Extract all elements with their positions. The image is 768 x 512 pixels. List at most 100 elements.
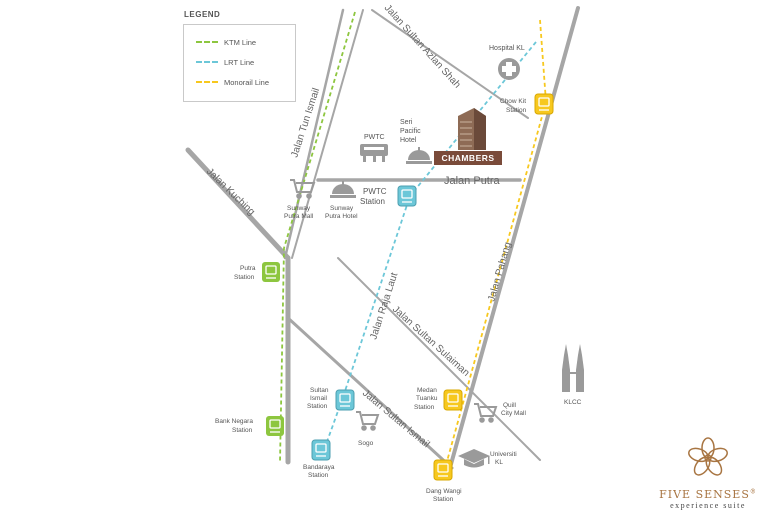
legend-item-ktm: KTM Line (196, 37, 256, 47)
label-sultan-ismail-3: Station (307, 403, 328, 410)
pwtc: PWTC (360, 134, 388, 162)
station-chow-kit[interactable]: Chow Kit Station (500, 93, 554, 115)
train-icon (262, 262, 280, 282)
label-seri: Seri (400, 119, 413, 126)
road-jalan-tun-ismail (283, 8, 345, 260)
train-icon (433, 459, 453, 481)
label-sogo: Sogo (358, 440, 374, 447)
label-pwtc: PWTC (364, 134, 385, 141)
label-klcc: KLCC (564, 399, 582, 406)
brand-name-text: FIVE SENSES (659, 488, 750, 501)
hotel-bell-icon (406, 147, 432, 164)
road-network (185, 6, 580, 477)
label-dang-wangi-2: Station (433, 496, 454, 503)
station-medan-tuanku[interactable]: Medan Tuanku Station (414, 387, 463, 411)
label-chow-kit-1: Chow Kit (500, 98, 526, 105)
label-chambers: CHAMBERS (441, 153, 494, 163)
station-pwtc[interactable]: PWTC Station (360, 185, 417, 207)
train-icon (397, 185, 417, 207)
label-medan-3: Station (414, 404, 435, 411)
graduation-cap-icon (458, 449, 490, 468)
label-jalan-kuching: Jalan Kuching (204, 166, 257, 218)
lrt-line-swatch (196, 61, 218, 63)
klcc: KLCC (562, 344, 584, 406)
label-sultan-ismail-2: Ismail (310, 395, 328, 402)
label-putra-1: Putra (240, 265, 256, 272)
universiti-kl: Universiti KL (458, 449, 517, 468)
road-minor (291, 9, 364, 259)
label-jalan-sultan-sulaiman: Jalan Sultan Sulaiman (390, 304, 471, 379)
label-universiti-2: KL (495, 459, 503, 466)
road-jalan-pahang (446, 6, 580, 477)
label-medan-1: Medan (417, 387, 437, 394)
cart-icon (356, 411, 380, 431)
brand-block: FIVE SENSES® experience suite (648, 436, 768, 510)
label-universiti-1: Universiti (490, 451, 517, 458)
station-bank-negara[interactable]: Bank Negara Station (215, 416, 284, 436)
brand-tagline: experience suite (670, 501, 746, 510)
brand-name: FIVE SENSES® (648, 488, 768, 501)
label-bank-negara-2: Station (232, 427, 253, 434)
stadium-icon (360, 144, 388, 162)
cart-icon (290, 179, 316, 199)
quill-city-mall: Quill City Mall (474, 402, 526, 423)
road-jalan-kuching (185, 147, 291, 261)
label-sunway-mall-2: Putra Mall (284, 213, 314, 220)
label-quill-1: Quill (503, 402, 517, 409)
sunway-putra-hotel: Sunway Putra Hotel (325, 181, 358, 220)
legend-label-ktm: KTM Line (224, 37, 257, 47)
station-sultan-ismail[interactable]: Sultan Ismail Station (307, 387, 355, 411)
chambers-badge (434, 151, 502, 165)
train-icon (266, 416, 284, 436)
label-sultan-ismail-1: Sultan (310, 387, 329, 394)
road-jalan-sultan-sulaiman (337, 257, 541, 461)
hospital-kl: Hospital KL (489, 45, 525, 80)
label-quill-2: City Mall (501, 410, 526, 417)
station-bandaraya[interactable]: Bandaraya Station (303, 439, 335, 479)
seri-pacific-hotel: Seri Pacific Hotel (400, 119, 432, 164)
label-bandaraya-1: Bandaraya (303, 464, 335, 471)
label-sunway-hotel-2: Putra Hotel (325, 213, 358, 220)
five-senses-logo (688, 437, 728, 476)
ktm-line-swatch (196, 41, 218, 43)
station-dang-wangi[interactable]: Dang Wangi Station (426, 459, 462, 503)
sunway-putra-mall: Sunway Putra Mall (284, 179, 316, 220)
label-pacific: Pacific (400, 128, 421, 135)
station-putra[interactable]: Putra Station (234, 262, 280, 282)
monorail-line-swatch (196, 81, 218, 83)
train-icon (443, 389, 463, 411)
train-icon (534, 93, 554, 115)
label-jalan-sultan-azlan-shah: Jalan Sultan Azlan Shah (382, 3, 463, 91)
label-bank-negara-1: Bank Negara (215, 418, 253, 425)
label-putra-2: Station (234, 274, 255, 281)
label-bandaraya-2: Station (308, 472, 329, 479)
label-medan-2: Tuanku (416, 395, 438, 402)
label-pwtc-station-2: Station (360, 197, 385, 206)
label-dang-wangi-1: Dang Wangi (426, 488, 462, 495)
label-chow-kit-2: Station (506, 107, 527, 114)
label-sunway-mall-1: Sunway (287, 205, 311, 212)
ktm-line (279, 11, 356, 463)
hotel-bell-icon (330, 181, 356, 198)
chambers-building[interactable]: CHAMBERS (434, 108, 502, 165)
legend-label-lrt: LRT Line (224, 57, 255, 67)
label-sunway-hotel-1: Sunway (330, 205, 354, 212)
legend-title: LEGEND (184, 10, 221, 19)
train-icon (311, 439, 331, 461)
legend-item-monorail: Monorail Line (196, 77, 269, 87)
brand-reg: ® (749, 488, 757, 496)
train-icon (335, 389, 355, 411)
sogo: Sogo (356, 411, 380, 447)
label-hotel: Hotel (400, 137, 417, 144)
road-jalan-sultan-ismail (286, 316, 454, 470)
label-hospital-kl: Hospital KL (489, 45, 525, 52)
legend: KTM Line LRT Line Monorail Line (183, 24, 296, 102)
road-jalan-sultan-azlan-shah (371, 9, 529, 119)
cart-icon (474, 403, 498, 423)
flower-icon (688, 437, 728, 476)
building-icon (458, 108, 486, 150)
legend-item-lrt: LRT Line (196, 57, 254, 67)
petronas-towers-icon (562, 344, 584, 392)
label-pwtc-station-1: PWTC (363, 187, 387, 196)
